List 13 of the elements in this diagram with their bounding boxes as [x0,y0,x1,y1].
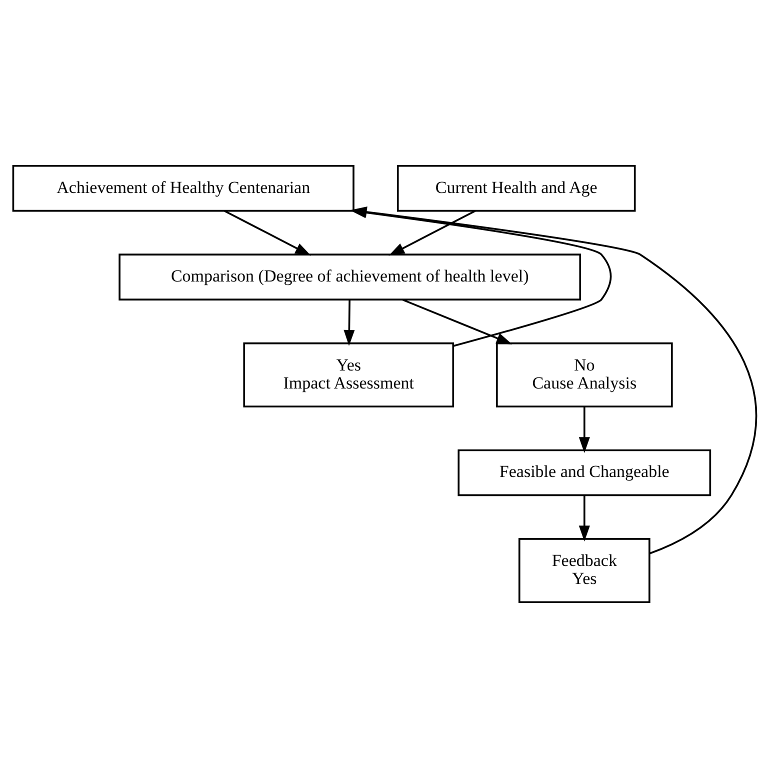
arrow [402,298,512,344]
node-box: Comparison (Degree of achievement of health level) [118,253,582,300]
node-box: Yes Impact Assessment [243,342,454,407]
node-box: Achievement of Healthy Centenarian [12,164,354,212]
node-box: Feedback Yes [518,538,650,603]
arrow [578,406,590,452]
arrow [344,299,355,346]
node-box: Current Health and Age [396,164,636,212]
arrow [578,495,590,541]
node-box: Feasible and Changeable [458,448,712,496]
arrow [388,210,476,256]
node-box: No Cause Analysis [496,342,673,407]
arrow [224,210,312,256]
